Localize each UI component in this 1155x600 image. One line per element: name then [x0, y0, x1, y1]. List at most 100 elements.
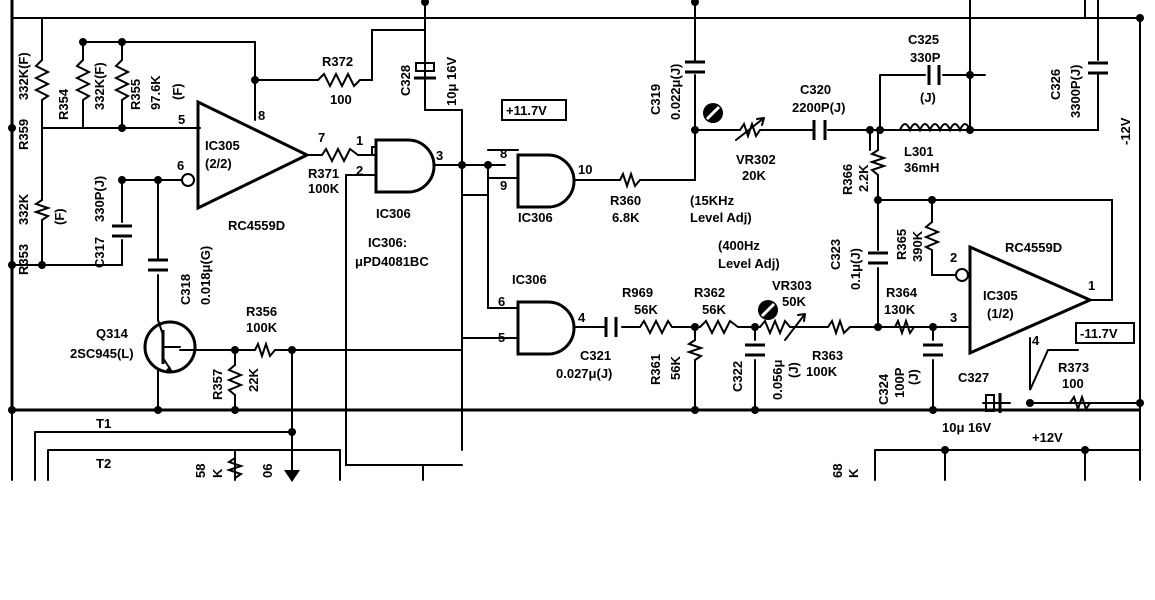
label-pin5: 5 [498, 330, 505, 345]
label-ic306-note: IC306: [368, 235, 407, 250]
label-r355-tol: (F) [170, 83, 185, 100]
label-pin4b: 4 [1032, 333, 1040, 348]
label-plus-11-7v: +11.7V [506, 103, 547, 118]
label-r362-value: 56K [702, 302, 726, 317]
c317-symbol [112, 224, 132, 238]
label-c317: C317 [92, 237, 107, 268]
r353-zigzag [32, 199, 52, 221]
label-vr303: VR303 [772, 278, 812, 293]
label-c324-tol: (J) [906, 369, 921, 385]
label-r359: R359 [16, 119, 31, 150]
label-ic305b-sub: (1/2) [987, 306, 1014, 321]
label-ic306-part: μPD4081BC [355, 254, 429, 269]
label-pin2: 2 [356, 163, 363, 178]
label-r363-value: 100K [806, 364, 838, 379]
ic305b-opamp [955, 244, 1094, 356]
label-ic306-3: IC306 [512, 272, 547, 287]
label-r366: R366 [840, 164, 855, 195]
label-adj-15khz-a: (15KHz [690, 193, 735, 208]
label-r353: R353 [16, 244, 31, 275]
r355-zigzag [113, 59, 131, 101]
label-r364-value: 130K [884, 302, 916, 317]
ground-icon [284, 470, 300, 482]
label-q314-part: 2SC945(L) [70, 346, 134, 361]
label-pin3b: 3 [950, 310, 957, 325]
label-r373: R373 [1058, 360, 1089, 375]
r362-zigzag [699, 318, 739, 336]
label-c319-value: 0.022μ(J) [668, 64, 683, 120]
vr302-trimmer [703, 103, 765, 141]
label-c323: C323 [828, 239, 843, 270]
label-rc4559d-b: RC4559D [1005, 240, 1062, 255]
label-plus-12v: +12V [1032, 430, 1063, 445]
label-frag-58: 58 [193, 464, 208, 478]
label-pin1: 1 [356, 133, 363, 148]
label-ic305a-sub: (2/2) [205, 156, 232, 171]
label-minus-12v: -12V [1118, 117, 1133, 145]
label-c325: C325 [908, 32, 939, 47]
label-pin6: 6 [498, 294, 505, 309]
box-minus-11-7v [1075, 322, 1135, 344]
label-c320: C320 [800, 82, 831, 97]
label-t1: T1 [96, 416, 111, 431]
label-frag-68: 68 [830, 464, 845, 478]
label-pin8: 8 [500, 146, 507, 161]
label-pin5a: 5 [178, 112, 185, 127]
c321-symbol [604, 317, 618, 337]
label-r355-value: 97.6K [148, 75, 163, 110]
label-ic306-2: IC306 [518, 210, 553, 225]
c325-symbol [927, 65, 941, 85]
label-c322: C322 [730, 361, 745, 392]
r361-zigzag [685, 339, 705, 361]
label-adj-15khz-b: Level Adj) [690, 210, 752, 225]
resistors [32, 59, 1091, 479]
label-r356: R356 [246, 304, 277, 319]
vr303-trimmer [758, 300, 806, 341]
label-r362: R362 [694, 285, 725, 300]
label-c326-value: 3300P(J) [1068, 65, 1083, 118]
label-r371-value: 100K [308, 181, 340, 196]
label-frag-k: K [210, 468, 225, 478]
label-r353-value: 332K [16, 193, 31, 225]
label-r969-value: 56K [634, 302, 658, 317]
r357-zigzag [226, 364, 244, 396]
label-frag-06: 06 [260, 464, 275, 478]
label-r357: R357 [210, 369, 225, 400]
label-adj-400hz-a: (400Hz [718, 238, 760, 253]
c324-symbol [923, 343, 943, 357]
r360-zigzag [619, 170, 641, 190]
label-ic306-1: IC306 [376, 206, 411, 221]
label-l301-value: 36mH [904, 160, 939, 175]
label-r365-value: 390K [910, 230, 925, 262]
r364-zigzag [894, 317, 915, 337]
label-r361-value: 56K [668, 356, 683, 380]
label-c322-tol: (J) [786, 362, 801, 378]
label-c322-value: 0.056μ [770, 359, 785, 400]
label-minus-11-7v: -11.7V [1080, 326, 1118, 341]
label-c318-value: 0.018μ(G) [198, 246, 213, 305]
label-l301: L301 [904, 144, 934, 159]
r356-zigzag [254, 340, 276, 360]
label-r361: R361 [648, 354, 663, 385]
label-r353-tol: (F) [52, 208, 67, 225]
r365-zigzag [923, 221, 941, 251]
label-ic305b: IC305 [983, 288, 1018, 303]
c320-symbol [812, 120, 827, 140]
l301-inductor [899, 123, 971, 133]
r359-zigzag [33, 59, 51, 101]
ic306-gate-1 [374, 138, 436, 194]
ic305a-opamp [181, 41, 311, 211]
label-c328-value: 10μ 16V [444, 57, 459, 106]
label-pin2b: 2 [950, 250, 957, 265]
label-c327: C327 [958, 370, 989, 385]
r363-zigzag [827, 317, 851, 337]
label-c320-value: 2200P(J) [792, 100, 845, 115]
label-c321: C321 [580, 348, 611, 363]
r366-zigzag [868, 149, 888, 176]
label-pin4: 4 [578, 310, 586, 325]
label-c327-value: 10μ 16V [942, 420, 991, 435]
label-c328: C328 [398, 65, 413, 96]
label-r359-value: 332K(F) [16, 52, 31, 100]
label-r357-value: 22K [246, 368, 261, 392]
